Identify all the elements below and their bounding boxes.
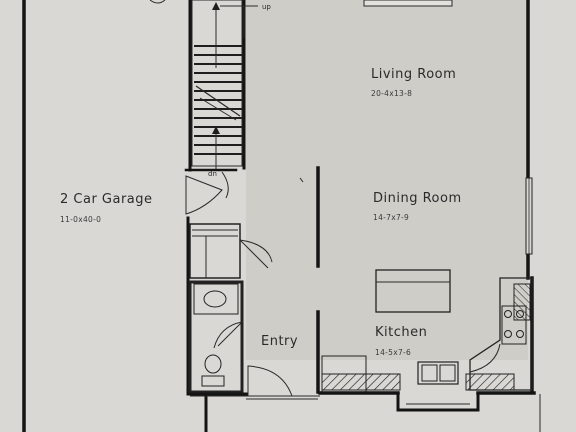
burner-1-icon	[504, 310, 512, 318]
sink-icon	[203, 290, 227, 308]
powder-door-leaf	[217, 321, 243, 347]
kitchen-island	[375, 269, 451, 313]
living-name: Living Room	[371, 67, 456, 82]
burner-3-icon	[504, 330, 512, 338]
closet-door-leaf	[239, 239, 269, 269]
stair-break-line-2	[199, 97, 237, 121]
counter-left-hatch	[321, 373, 401, 391]
kitchen-dims: 14-5x7-6	[375, 348, 411, 357]
sink-basin-left	[421, 364, 438, 382]
living-shade	[246, 0, 528, 360]
landing-door-arc	[221, 171, 229, 199]
toilet-tank	[201, 375, 225, 387]
entry-door-swing	[247, 365, 293, 397]
sink-basin-right	[439, 364, 456, 382]
counter-curve	[469, 343, 501, 373]
kitchen-name: Kitchen	[375, 325, 427, 340]
kitchen-sink-icon	[417, 361, 459, 385]
vanity	[193, 283, 239, 315]
burner-4-icon	[516, 330, 524, 338]
entry-name: Entry	[261, 334, 298, 349]
stair-dn-arrowhead-icon	[212, 126, 220, 134]
powder-room	[188, 280, 244, 394]
closet-door-swing	[239, 239, 273, 263]
stair-break-line	[195, 85, 241, 117]
dining-dims: 14-7x7-9	[373, 213, 409, 222]
stove-icon	[501, 305, 527, 345]
powder-door-swing	[213, 321, 243, 349]
top-fixture	[363, 0, 453, 7]
counter-right-hatch	[465, 373, 515, 391]
garage-name: 2 Car Garage	[60, 192, 153, 207]
garage-corner-arc	[149, 0, 166, 4]
stair-dn-label: dn	[208, 170, 217, 178]
corner-counter	[469, 277, 533, 391]
stair-treads	[194, 45, 242, 155]
garage-dims: 11-0x40-0	[60, 215, 101, 224]
living-dims: 20-4x13-8	[371, 89, 412, 98]
dining-name: Dining Room	[373, 191, 462, 206]
stair-up-arrowhead-icon	[212, 2, 220, 10]
closet	[189, 223, 241, 279]
dining-tick	[299, 177, 304, 183]
stair-up-label: up	[262, 3, 271, 11]
burner-2-icon	[516, 310, 524, 318]
toilet-icon	[204, 354, 222, 374]
landing-door-swing	[185, 175, 223, 215]
window-bay	[396, 393, 480, 412]
